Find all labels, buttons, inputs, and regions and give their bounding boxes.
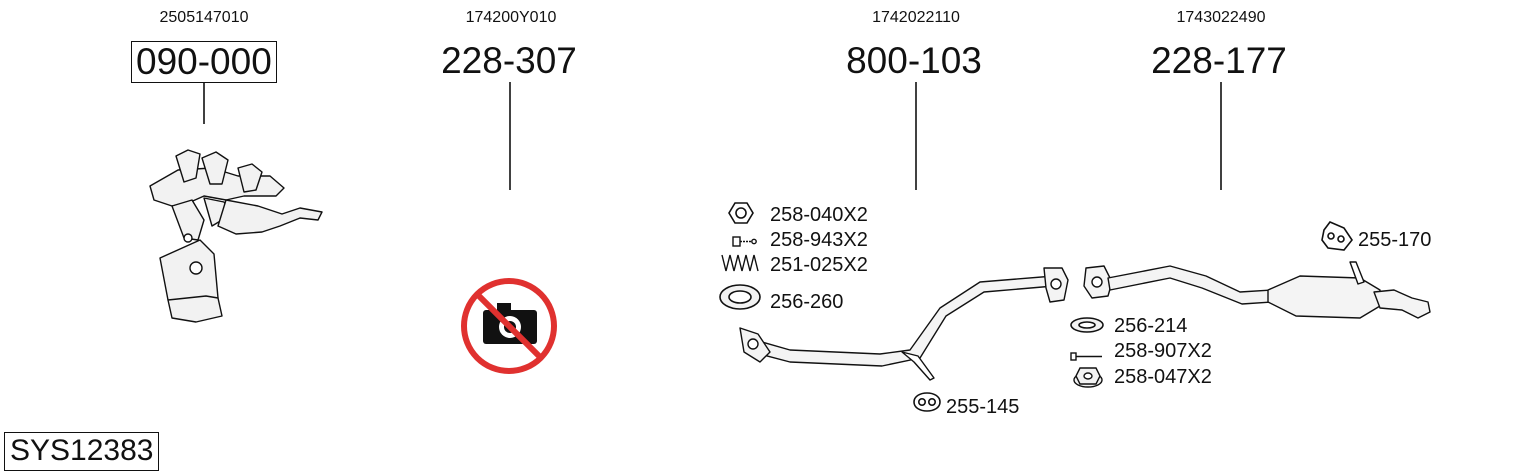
label-nut-m10: 258-040X2 (770, 204, 868, 226)
part-code-1[interactable]: 090-000 (131, 41, 277, 83)
label-bolt: 258-943X2 (770, 229, 868, 251)
system-id: SYS12383 (4, 432, 160, 471)
part-code-2[interactable]: 228-307 (441, 40, 577, 81)
no-photo-icon (461, 278, 557, 374)
flange-nut-icon (1073, 367, 1103, 388)
hanger-front-icon (913, 392, 941, 412)
manifold-catalyst-drawing (149, 149, 323, 323)
part-ref-3: 1742022110 (872, 9, 960, 26)
rear-muffler-drawing (1083, 261, 1431, 319)
label-gasket-ring: 256-260 (770, 291, 844, 313)
label-long-bolt: 258-907X2 (1114, 340, 1212, 362)
long-bolt-icon (1070, 352, 1102, 361)
spring-icon (721, 254, 759, 272)
label-hanger-rear: 255-170 (1358, 229, 1432, 251)
gasket-ring-icon (719, 284, 761, 310)
front-pipe-drawing (739, 267, 1069, 381)
label-flange-nut: 258-047X2 (1114, 366, 1212, 388)
part-code-4[interactable]: 228-177 (1151, 40, 1287, 81)
hanger-rear-icon (1321, 221, 1353, 251)
part-ref-4: 1743022490 (1176, 9, 1266, 26)
label-flat-gasket: 256-214 (1114, 315, 1188, 337)
part-code-3[interactable]: 800-103 (846, 40, 982, 81)
part-ref-2: 174200Y010 (465, 9, 557, 26)
bolt-icon (732, 236, 757, 247)
label-hanger-front: 255-145 (946, 396, 1020, 418)
flat-gasket-icon (1070, 317, 1104, 333)
hex-nut-icon (728, 202, 754, 224)
label-spring: 251-025X2 (770, 254, 868, 276)
part-ref-1: 2505147010 (159, 9, 249, 26)
